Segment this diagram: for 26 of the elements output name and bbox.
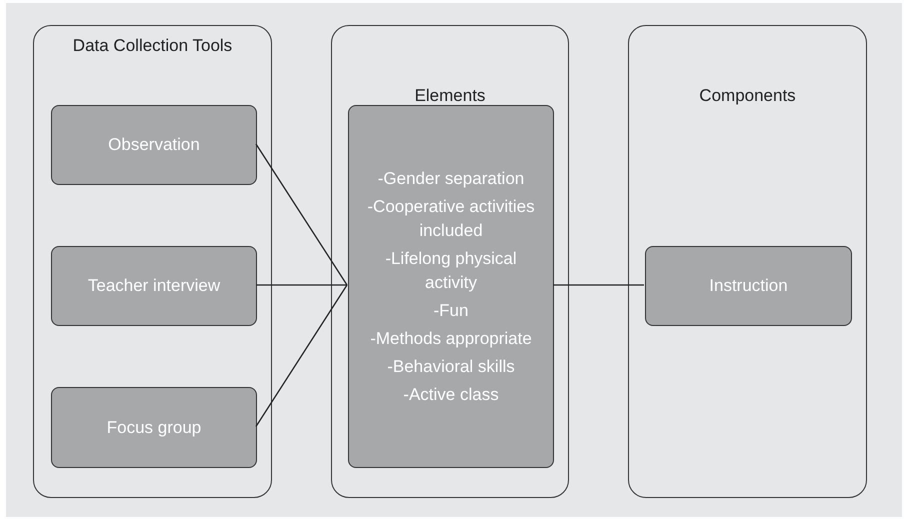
connector-line — [553, 284, 644, 286]
box-label: Focus group — [106, 416, 202, 438]
connector-line — [255, 284, 348, 427]
process-box — [51, 387, 257, 468]
list-item: -Cooperative activities included — [366, 196, 536, 242]
list-item: -Fun — [434, 300, 468, 322]
box-label: Instruction — [709, 275, 788, 297]
connector-line — [256, 284, 347, 286]
list-item: -Gender separation — [378, 168, 524, 190]
process-box — [645, 246, 852, 326]
column-heading: Components — [698, 85, 797, 107]
column-panel — [33, 25, 272, 498]
column-heading: Data Collection Tools — [72, 35, 234, 57]
connector-line — [255, 144, 348, 286]
box-label: Observation — [108, 134, 200, 156]
process-box — [51, 246, 257, 326]
list-item: -Methods appropriate — [370, 328, 532, 350]
list-item: -Lifelong physical activity — [384, 248, 518, 294]
box-label: Teacher interview — [88, 275, 220, 297]
list-item: -Behavioral skills — [387, 356, 515, 378]
column-panel — [628, 25, 867, 498]
process-box — [51, 105, 257, 185]
process-box — [348, 105, 554, 468]
column-panel — [331, 25, 569, 498]
list-item: -Active class — [403, 384, 499, 406]
column-heading: Elements — [414, 85, 486, 107]
